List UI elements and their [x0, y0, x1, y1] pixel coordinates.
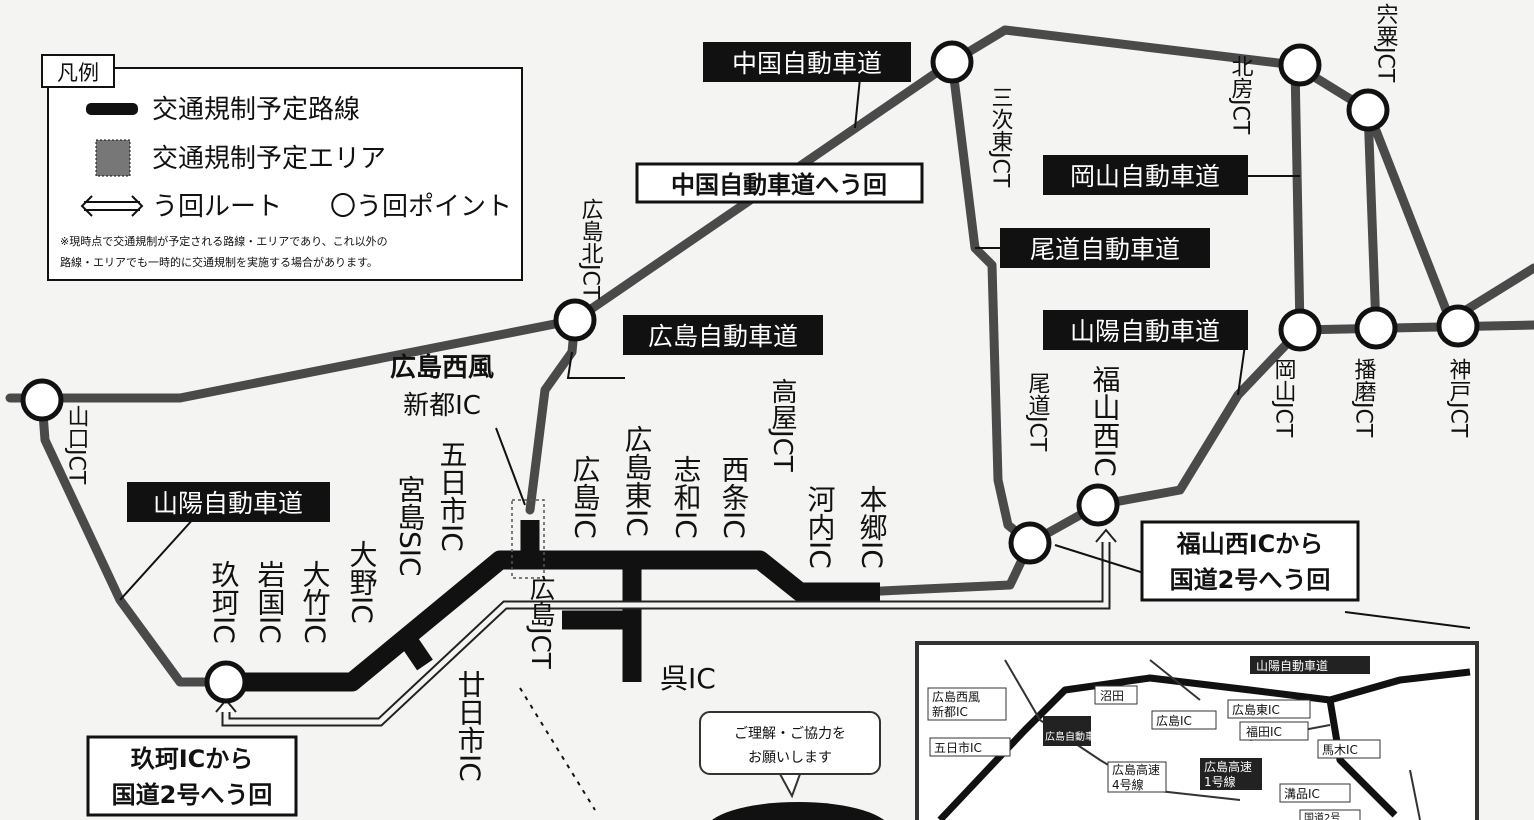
ic-label-hongo: 本郷IC	[856, 485, 889, 569]
road-label-hiroshima: 広島自動車道	[648, 322, 798, 351]
ic-label-shiwa: 志和IC	[670, 455, 703, 539]
inset-label-hiroshima-higashi: 広島東IC	[1232, 702, 1280, 717]
ic-label-hiroshima: 広島IC	[569, 455, 602, 539]
jct-label-shiso: 宍粟JCT	[1373, 3, 1399, 83]
bubble-line2: お願いします	[748, 750, 832, 766]
ic-label-seifu-2: 新都IC	[403, 391, 481, 421]
inset-map: 広島西風 新都IC 五日市IC 沼田 広島IC 広島東IC 福田IC 馬木IC …	[915, 641, 1479, 820]
road-label-sanyo-east: 山陽自動車道	[1070, 317, 1220, 346]
detour-label-kuga-1: 玖珂ICから	[131, 745, 254, 773]
kitabusa-jct-point	[1278, 43, 1322, 87]
jct-label-hiroshima-kita: 広島北JCT	[578, 198, 604, 300]
jct-label-kitabusa: 北房JCT	[1228, 55, 1254, 135]
ic-label-otake: 大竹IC	[299, 560, 332, 644]
hiroshima-kita-jct-point	[553, 298, 597, 342]
kuga-ic-point	[204, 660, 248, 704]
ic-label-kochi: 河内IC	[804, 485, 837, 569]
inset-label-nukushina: 溝品IC	[1284, 787, 1320, 801]
ic-label-ono: 大野IC	[346, 540, 379, 624]
ic-label-saijo: 西条IC	[718, 455, 751, 539]
legend-regulated-area-swatch	[95, 139, 131, 177]
regulated-route	[226, 520, 880, 692]
road-label-onomichi: 尾道自動車道	[1030, 235, 1180, 264]
legend-item-detour-route: う回ルート	[152, 192, 282, 222]
detour-label-fukuyama-1: 福山西ICから	[1176, 530, 1324, 558]
jct-label-onomichi: 尾道JCT	[1025, 372, 1051, 452]
legend-regulated-route-swatch	[86, 103, 138, 115]
harima-line	[1363, 105, 1381, 333]
regulated-miyajima-spur	[400, 634, 433, 671]
ic-label-fukuyama-nishi: 福山西IC	[1089, 365, 1122, 477]
legend-item-detour-point: 〇う回ポイント	[330, 192, 512, 222]
road-label-sanyo-west: 山陽自動車道	[153, 489, 303, 518]
ic-label-hiroshima-higashi: 広島東IC	[621, 425, 654, 537]
ic-label-iwakuni: 岩国IC	[254, 560, 287, 644]
fukuyama-nishi-ic-point	[1076, 483, 1120, 527]
fukuyama-detour-arrow	[1095, 528, 1117, 543]
inset-label-numata: 沼田	[1100, 689, 1124, 703]
kobe-jct-point	[1436, 304, 1480, 348]
junction-labels: 山口JCT 広島北JCT 三次東JCT 北房JCT 宍粟JCT 岡山JCT 播磨…	[64, 3, 1472, 669]
bubble-line1: ご理解・ご協力を	[734, 726, 846, 742]
ic-label-kuga: 玖珂IC	[208, 560, 241, 644]
junction-circles	[20, 40, 1480, 704]
ic-label-seifu-1: 広島西風	[390, 352, 494, 383]
ic-label-itsukaichi: 五日市IC	[436, 440, 469, 552]
jct-label-hiroshima: 広島JCT	[525, 575, 555, 669]
inset-label-seifu-1: 広島西風	[932, 689, 980, 704]
ic-label-kure: 呉IC	[660, 662, 716, 695]
jct-label-okayama: 岡山JCT	[1271, 358, 1296, 438]
inset-label-itsukaichi: 五日市IC	[934, 740, 982, 755]
road-label-okayama: 岡山自動車道	[1070, 162, 1220, 191]
legend-title: 凡例	[57, 61, 99, 85]
road-label-chugoku: 中国自動車道	[732, 49, 882, 78]
yamaguchi-jct-point	[20, 378, 64, 422]
miyoshi-higashi-jct-point	[930, 40, 974, 84]
inset-label-fukuda: 福田IC	[1246, 724, 1282, 739]
leader-lines	[119, 77, 1471, 811]
okayama-expressway-line	[1290, 60, 1305, 335]
detour-label-chugoku: 中国自動車道へう回	[671, 171, 887, 199]
ic-label-miyajima: 宮島SIC	[394, 475, 427, 577]
legend-item-regulated-route: 交通規制予定路線	[152, 95, 360, 125]
inset-label-koso-4-1: 広島高速	[1112, 762, 1160, 777]
cooperation-speech-bubble: ご理解・ご協力を お願いします	[699, 711, 884, 820]
onomichi-jct-point	[1008, 521, 1052, 565]
legend: 凡例 交通規制予定路線 交通規制予定エリア う回ルート 〇う回ポイント ※現時点…	[41, 54, 523, 281]
inset-label-koso-1-1: 広島高速	[1204, 759, 1252, 774]
legend-item-regulated-area: 交通規制予定エリア	[152, 144, 386, 174]
inset-label-road-bottom: 国道2号	[1304, 811, 1340, 820]
detour-routes	[221, 542, 1111, 727]
inset-label-umaki: 馬木IC	[1322, 743, 1358, 757]
harima-jct-point	[1354, 306, 1398, 350]
shiso-jct-point	[1346, 88, 1390, 132]
inset-label-sanyo-road: 山陽自動車道	[1256, 659, 1328, 673]
ic-labels: 広島西風 新都IC 玖珂IC 岩国IC 大竹IC 大野IC 宮島SIC 五日市I…	[208, 352, 1122, 782]
chugoku-expressway-line	[5, 25, 1534, 403]
detour-label-fukuyama-2: 国道2号へう回	[1170, 566, 1331, 594]
regulated-area-hatch	[511, 499, 545, 579]
jct-label-kobe: 神戸JCT	[1446, 358, 1472, 438]
legend-note-line2: 路線・エリアでも一時的に交通規制を実施する場合があります。	[60, 255, 378, 269]
jct-label-yamaguchi: 山口JCT	[64, 405, 89, 485]
legend-note-line1: ※現時点で交通規制が予定される路線・エリアであり、これ以外の	[60, 234, 388, 248]
detour-label-kuga-2: 国道2号へう回	[112, 781, 273, 809]
bubble-speaker-head	[712, 802, 884, 820]
detour-boxes: 中国自動車道へう回 福山西ICから 国道2号へう回 玖珂ICから 国道2号へう回	[86, 162, 1360, 817]
road-labels: 中国自動車道 広島自動車道 岡山自動車道 尾道自動車道 山陽自動車道 山陽自動車…	[127, 42, 1248, 522]
jct-label-miyoshi-higashi: 三次東JCT	[988, 86, 1014, 188]
inset-label-hiroshima-ic: 広島IC	[1156, 713, 1192, 728]
ic-label-hatsukaichi: 廿日市IC	[454, 670, 487, 782]
jct-label-takaya: 高屋JCT	[767, 378, 797, 472]
legend-detour-route-swatch	[80, 195, 144, 217]
inset-label-koso-4-2: 4号線	[1112, 777, 1144, 792]
onomichi-expressway-line	[947, 57, 1035, 548]
inset-label-seifu-2: 新都IC	[932, 704, 968, 719]
okayama-jct-point	[1278, 308, 1322, 352]
inset-label-koso-1-2: 1号線	[1204, 774, 1236, 789]
jct-label-harima: 播磨JCT	[1351, 358, 1377, 438]
inset-label-hiroshima-road: 広島自動車道	[1045, 730, 1105, 743]
